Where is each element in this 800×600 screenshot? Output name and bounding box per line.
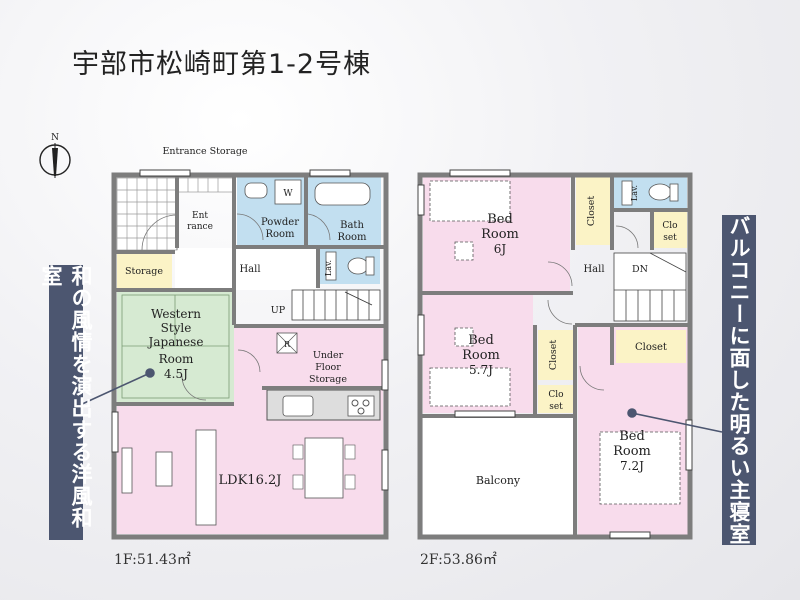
label-dn: DN [632, 264, 648, 275]
label-western-3: Japanese [147, 335, 204, 349]
label-lav-1f: Lav. [324, 260, 333, 276]
floor1-area: 1F:51.43㎡ [114, 552, 191, 568]
label-powder-2: Room [265, 229, 295, 240]
storage-1f [117, 254, 172, 289]
floor2-area: 2F:53.86㎡ [420, 552, 497, 568]
label-bath-2: Room [337, 232, 367, 243]
label-entrance-1: Ent [192, 211, 208, 221]
closet-2 [538, 330, 573, 380]
label-western-4: Room [159, 352, 194, 366]
label-bed1-3: 6J [494, 242, 507, 256]
under-floor-area [240, 328, 383, 388]
label-under-1: Under [313, 350, 344, 361]
label-closet-small2-1: Clo [548, 390, 563, 400]
callout-connectors [79, 368, 723, 433]
label-western-1: Western [151, 307, 201, 321]
label-hall-1f: Hall [239, 264, 260, 275]
label-closet-small1-2: set [663, 233, 677, 243]
label-bed2-2: Room [462, 348, 500, 363]
label-lav-2f: Lav. [630, 185, 639, 201]
label-closet3: Closet [635, 342, 667, 353]
label-balcony: Balcony [476, 474, 521, 487]
label-closet-small2-2: set [549, 402, 563, 412]
closet-small-1 [654, 212, 687, 248]
stairs-1f [291, 289, 381, 321]
label-western-5: 4.5J [164, 367, 188, 381]
compass-label: N [51, 133, 59, 143]
label-bed3-1: Bed [619, 429, 645, 444]
label-w-mark: W [283, 189, 293, 199]
western-room [117, 290, 234, 403]
page-title: 宇部市松崎町第1-2号棟 [72, 49, 372, 80]
label-bed3-3: 7.2J [620, 459, 644, 473]
label-western-2: Style [161, 321, 192, 335]
callout-right-banner: バルコニーに面した明るい主寝室 [722, 215, 756, 545]
label-ldk: LDK16.2J [219, 473, 282, 488]
closet-3 [616, 330, 686, 363]
label-storage-1f: Storage [125, 266, 163, 277]
label-powder-1: Powder [261, 217, 299, 228]
label-bed1-1: Bed [487, 212, 513, 227]
balcony [423, 418, 573, 535]
callout-left-banner: 和の風情を演出する洋風和室 [39, 265, 93, 540]
label-bed2-1: Bed [468, 333, 494, 348]
second-floor-plan: Bed Room 6J Closet Lav. Clo set Hall DN … [417, 169, 693, 540]
entrance-tiles [116, 177, 235, 251]
label-under-3: Storage [309, 374, 347, 385]
label-bed1-2: Room [481, 227, 519, 242]
label-closet2: Closet [548, 340, 559, 371]
hall-1f [175, 248, 317, 290]
label-bed2-3: 5.7J [469, 363, 493, 377]
closet-small-2 [538, 385, 573, 413]
label-r-mark: R [284, 340, 291, 349]
label-closet1: Closet [586, 196, 597, 227]
closet-1 [576, 177, 611, 245]
compass-icon: N [39, 133, 71, 178]
label-bed3-2: Room [613, 444, 651, 459]
label-closet-small1-1: Clo [662, 221, 677, 231]
label-hall-2f: Hall [583, 264, 604, 275]
label-bath-1: Bath [340, 220, 364, 231]
label-under-2: Floor [315, 362, 341, 373]
label-entrance-2: rance [187, 222, 213, 232]
label-up: UP [271, 305, 286, 316]
label-entrance-storage: Entrance Storage [162, 146, 247, 157]
first-floor-plan: Entrance Storage Ent rance W Powder Room… [111, 146, 389, 540]
